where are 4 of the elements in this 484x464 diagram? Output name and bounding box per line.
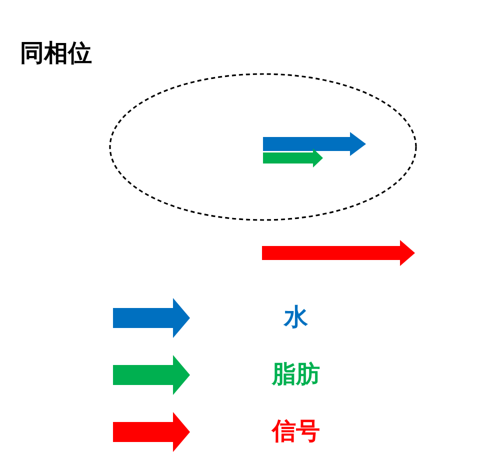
legend-label: 脂肪 [270,360,321,388]
legend-label: 水 [282,303,309,331]
title: 同相位 [20,38,92,69]
legend-label: 信号 [270,417,321,445]
